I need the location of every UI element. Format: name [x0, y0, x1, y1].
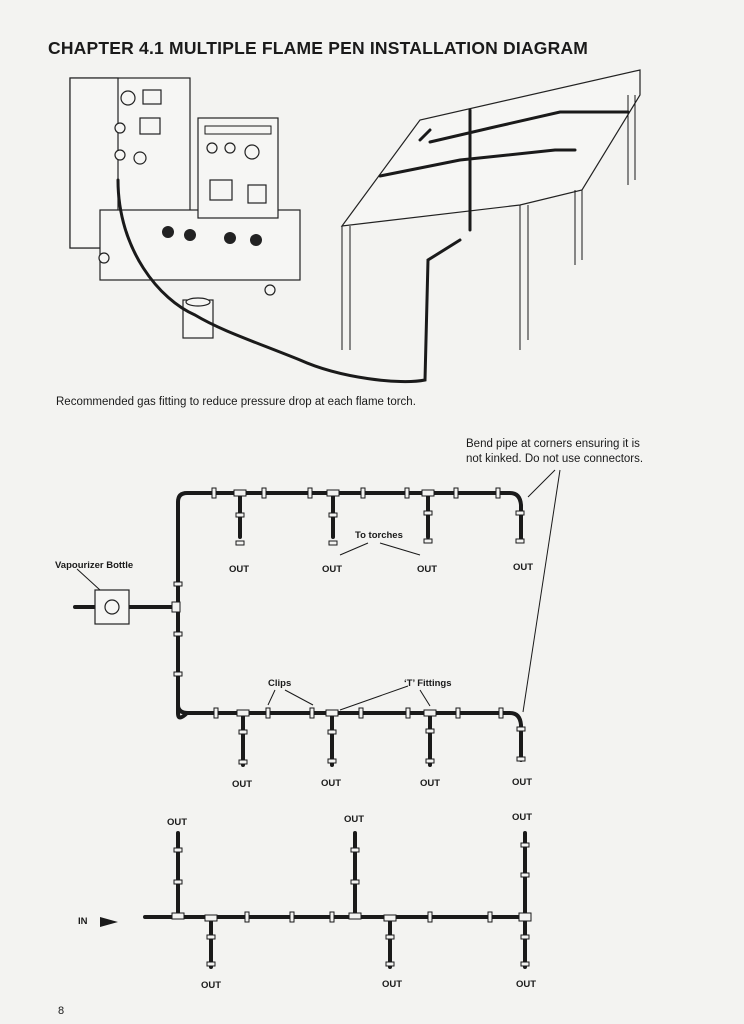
page-number: 8 [58, 1005, 65, 1017]
outlet-label: OUT [382, 979, 403, 990]
outlet-label: OUT [420, 778, 441, 789]
outlet-label: OUT [167, 817, 188, 828]
vapourizer-bottle-icon [76, 568, 130, 625]
t-fittings-label: ‘T’ Fittings [404, 678, 452, 689]
vapourizer-bottle-label: Vapourizer Bottle [55, 560, 134, 571]
page-title: CHAPTER 4.1 MULTIPLE FLAME PEN INSTALLAT… [48, 38, 589, 58]
outlet-label: OUT [516, 979, 537, 990]
bend-note-line-1: Bend pipe at corners ensuring it is [466, 438, 640, 450]
to-torches-label: To torches [355, 530, 403, 541]
bend-note-line-2: not kinked. Do not use connectors. [466, 453, 644, 465]
clips [173, 487, 526, 765]
work-table-illustration [340, 69, 641, 350]
bend-pipe-note: Bend pipe at corners ensuring it is not … [466, 437, 643, 467]
loop-pipe [176, 491, 523, 762]
outlet-label: OUT [512, 777, 533, 788]
welding-machine-illustration [69, 77, 301, 339]
outlet-label: OUT [321, 778, 342, 789]
t-fittings [171, 489, 437, 717]
lower-fittings-and-clips [171, 842, 532, 967]
outlet-label: OUT [417, 564, 438, 575]
outlet-label: OUT [201, 980, 222, 991]
in-label: IN [78, 916, 88, 927]
outlet-label: OUT [513, 562, 534, 573]
leader-lines [267, 469, 561, 713]
outlet-label: OUT [229, 564, 250, 575]
diagram-caption: Recommended gas fitting to reduce pressu… [56, 396, 416, 408]
outlet-label: OUT [512, 812, 533, 823]
bottom-drops [241, 711, 432, 767]
clips-label: Clips [268, 678, 292, 689]
outlet-label: OUT [322, 564, 343, 575]
outlet-label: OUT [232, 779, 253, 790]
outlet-label: OUT [344, 814, 365, 825]
